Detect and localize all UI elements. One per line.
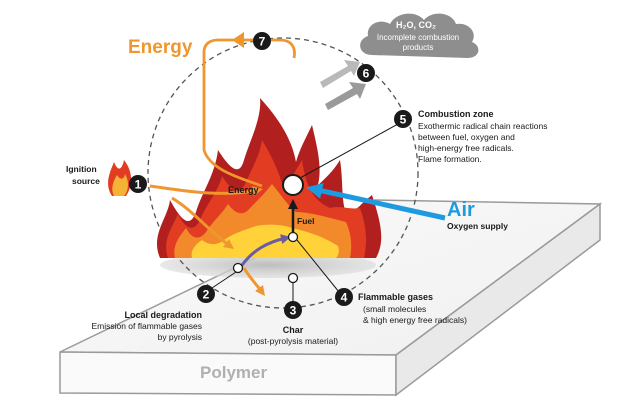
cloud-line2: Incomplete combustion [377,33,459,42]
combustion-zone-title: Combustion zone [418,109,494,119]
degradation-point [232,262,244,274]
char-heat-arrow [242,267,266,296]
svg-text:4: 4 [341,291,348,305]
combustion-zone-line4: Flame formation. [418,154,482,164]
ignition-energy-arrow [149,184,263,196]
oxygen-supply-label: Oxygen supply [447,221,508,231]
flammable-gases-line2: & high energy free radicals) [363,315,467,325]
step-marker-6: 6 [357,64,375,82]
svg-text:6: 6 [363,67,370,81]
local-degradation-line2: by pyrolysis [158,332,202,342]
combustion-zone-line1: Exothermic radical chain reactions [418,121,547,131]
ignition-label-line1: Ignition [66,164,97,174]
combustion-leader [299,123,399,179]
pyrolysis-arrow [238,234,291,269]
local-degradation-title: Local degradation [124,310,202,320]
svg-text:3: 3 [290,304,297,318]
polymer-label: Polymer [200,363,267,382]
step-marker-3: 3 [284,301,302,319]
combustion-zone-line3: high-energy free radicals. [418,143,514,153]
energy-loop-arrowhead [232,32,244,48]
flammable-gases-line1: (small molecules [363,304,426,314]
step-marker-5: 5 [394,110,412,128]
cycle-circle [147,37,419,309]
cloud-line1: H₂O, CO₂ [396,20,436,30]
leader-2 [208,271,237,291]
svg-text:1: 1 [135,178,142,192]
char-sub: (post-pyrolysis material) [248,336,338,346]
heat-feedback-arrow [171,196,234,250]
step-marker-4: 4 [335,288,353,306]
svg-text:5: 5 [400,113,407,127]
char-title: Char [283,325,304,335]
step-marker-1: 1 [129,175,147,193]
energy-loop-arrow [202,38,296,188]
combustion-zone-line2: between fuel, oxygen and [418,132,515,142]
svg-text:2: 2 [203,288,210,302]
energy-title: Energy [128,37,193,58]
svg-text:7: 7 [259,35,266,49]
energy-center-label: Energy [228,185,259,195]
fuel-point [287,231,299,243]
flammable-gases-title: Flammable gases [358,292,433,302]
gas-emission-arrows [320,60,366,110]
step-marker-2: 2 [197,285,215,303]
polymer-slab [59,199,603,397]
air-title: Air [447,199,475,221]
air-arrow [306,183,446,221]
fuel-label: Fuel [297,216,314,226]
ignition-label-line2: source [72,176,100,186]
leader-4 [296,239,340,293]
cloud-icon [360,13,479,59]
cloud-line3: products [403,43,434,52]
local-degradation-line1: Emission of flammable gases [91,321,202,331]
ignition-flame-icon [108,160,132,196]
step-marker-7: 7 [253,32,271,50]
char-point [287,272,299,284]
combustion-center [282,174,304,196]
flame-icon [156,98,382,258]
